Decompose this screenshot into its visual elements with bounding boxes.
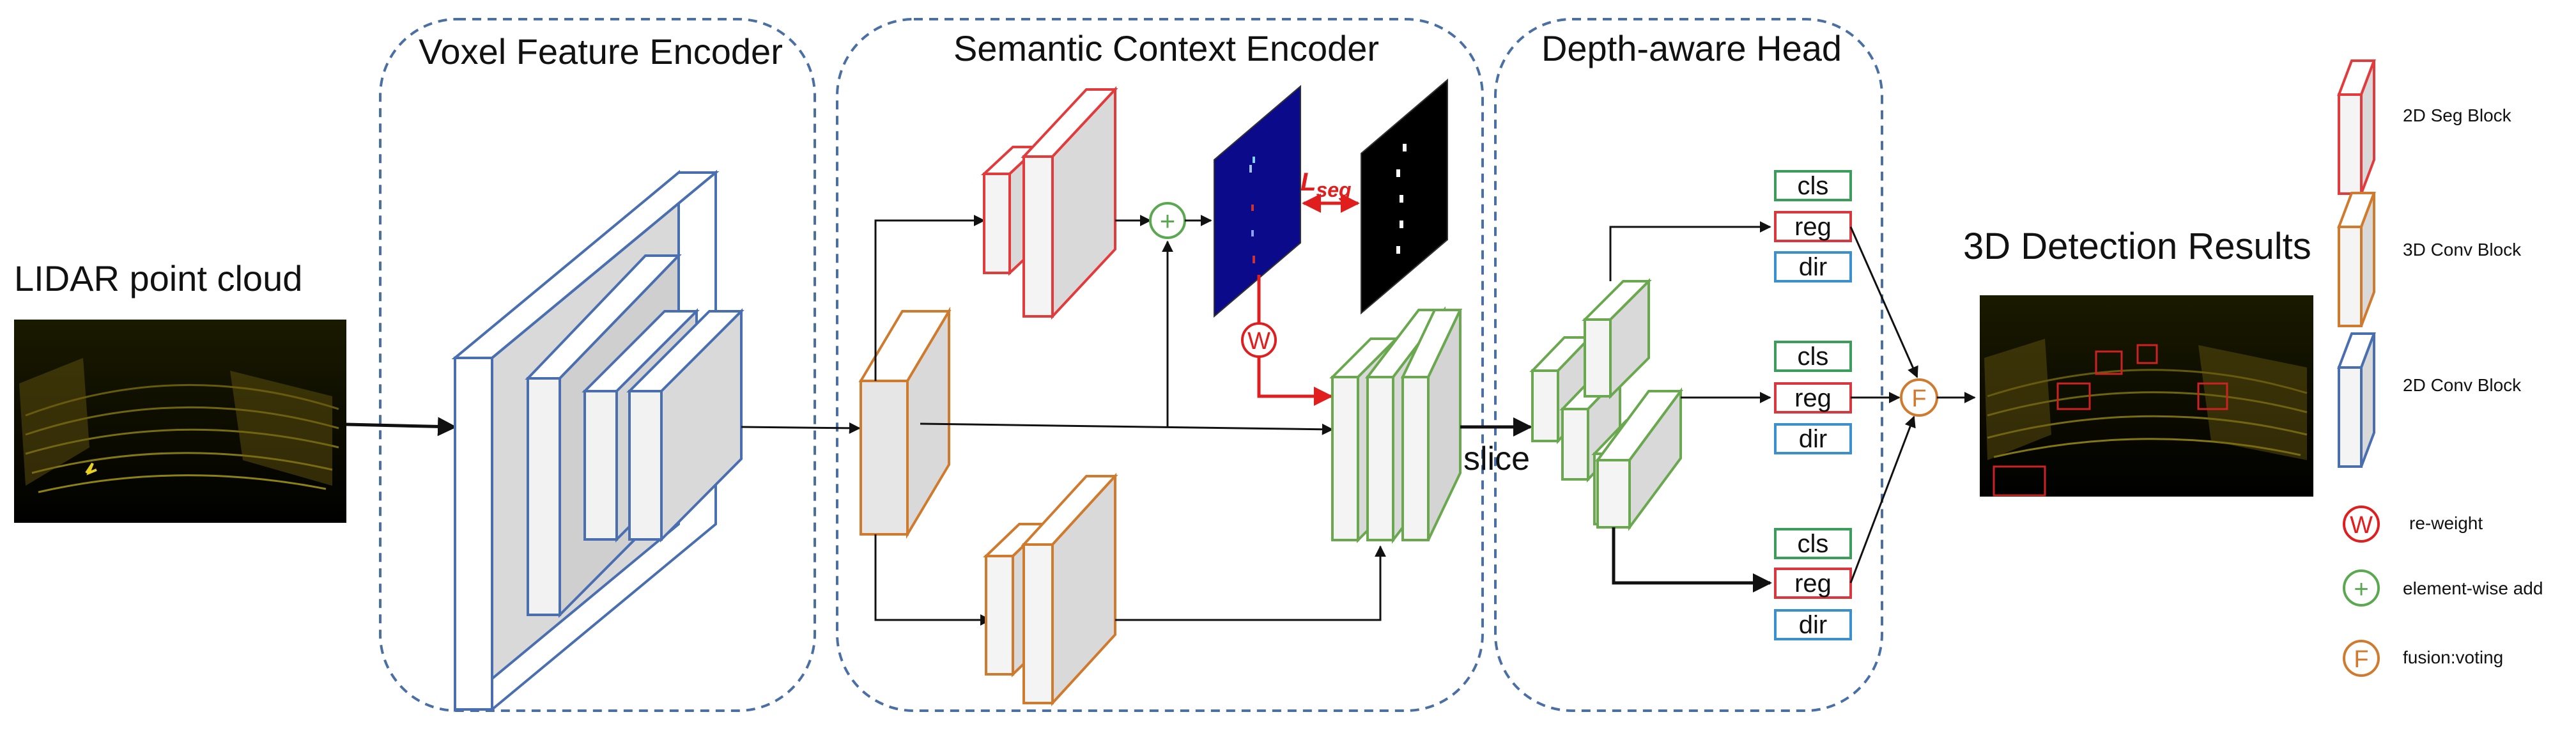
sce-conv3d-block-main [858, 306, 952, 539]
sce-seg-block-2 [1021, 86, 1118, 320]
head2-dir-label: dir [1799, 425, 1827, 453]
legend-fusion-symbol: F [2354, 646, 2368, 673]
legend-fusion-label: fusion:voting [2403, 647, 2503, 667]
head1-dir-box [1774, 251, 1852, 282]
head1-reg-box [1774, 211, 1852, 242]
lseg-subscript: seg [1316, 178, 1351, 201]
legend: 2D Seg Block 3D Conv Block 2D Conv Block… [2337, 59, 2543, 677]
sce-conv3d-block-bottom-2 [1021, 472, 1118, 707]
head3-cls-label: cls [1798, 530, 1829, 558]
head3-to-fusion-arrow [1849, 415, 1916, 584]
head-block-5 [1595, 387, 1683, 532]
branch-down-line [874, 534, 992, 626]
add-operator-symbol: + [1160, 206, 1176, 236]
legend-add-symbol: + [2354, 575, 2368, 603]
legend-seg-block-swatch [2337, 59, 2376, 195]
branch-up-line [874, 215, 985, 381]
lidar-point-cloud-image [14, 320, 346, 523]
legend-add-icon [2343, 569, 2380, 607]
segmentation-map [1214, 84, 1301, 318]
legend-fusion-icon [2343, 640, 2380, 677]
semantic-context-encoder-section [836, 18, 1484, 712]
head-block-4 [1582, 278, 1652, 399]
semantic-context-encoder-title: Semantic Context Encoder [953, 28, 1379, 68]
legend-conv3d-block-swatch [2337, 192, 2376, 327]
legend-reweight-label: re-weight [2409, 513, 2483, 533]
sce-fusion-block-3 [1400, 309, 1463, 541]
segmentation-label-map [1361, 78, 1448, 315]
legend-conv2d-block-label: 2D Conv Block [2403, 375, 2522, 395]
legend-add-label: element-wise add [2403, 578, 2543, 598]
reweight-operator-symbol: W [1247, 328, 1270, 355]
depth-aware-head-title: Depth-aware Head [1541, 28, 1842, 68]
bottom-to-fusion-arrow [1115, 545, 1386, 621]
head3-reg-label: reg [1794, 569, 1832, 598]
head2-reg-label: reg [1794, 384, 1832, 412]
voxel-feature-encoder-title: Voxel Feature Encoder [419, 31, 783, 72]
output-label: 3D Detection Results [1963, 226, 2311, 267]
legend-conv3d-block-label: 3D Conv Block [2403, 240, 2522, 259]
main-feature-line [920, 422, 1334, 435]
legend-reweight-icon [2343, 506, 2380, 543]
voxel-feature-encoder-section [379, 18, 816, 712]
head-branch-top-line [1609, 221, 1771, 281]
legend-conv2d-block-swatch [2337, 332, 2376, 468]
head2-cls-box [1774, 341, 1852, 372]
fusion-operator-symbol: F [1911, 385, 1926, 412]
head1-dir-label: dir [1799, 253, 1827, 281]
legend-reweight-symbol: W [2350, 512, 2373, 539]
slice-label: slice [1463, 440, 1530, 477]
head3-dir-label: dir [1799, 611, 1827, 639]
head3-reg-box [1774, 568, 1852, 599]
legend-seg-block-label: 2D Seg Block [2403, 105, 2512, 125]
input-label: LIDAR point cloud [14, 258, 302, 298]
vfe-to-sce-arrow [741, 422, 861, 434]
detection-results-image [1980, 295, 2313, 497]
head2-dir-box [1774, 423, 1852, 454]
input-arrow [346, 417, 457, 437]
reweight-to-fusion-arrow [1257, 357, 1333, 406]
head3-dir-box [1774, 609, 1852, 640]
head1-to-fusion-arrow [1849, 226, 1918, 378]
head1-reg-label: reg [1794, 213, 1832, 241]
head2-cls-label: cls [1798, 343, 1829, 371]
head1-cls-label: cls [1798, 172, 1829, 200]
lseg-label: Lseg [1300, 168, 1352, 201]
head1-cls-box [1774, 170, 1852, 201]
head-branch-bottom-line [1612, 527, 1772, 592]
head3-cls-box [1774, 528, 1852, 559]
vfe-conv2d-block-4 [626, 308, 744, 543]
